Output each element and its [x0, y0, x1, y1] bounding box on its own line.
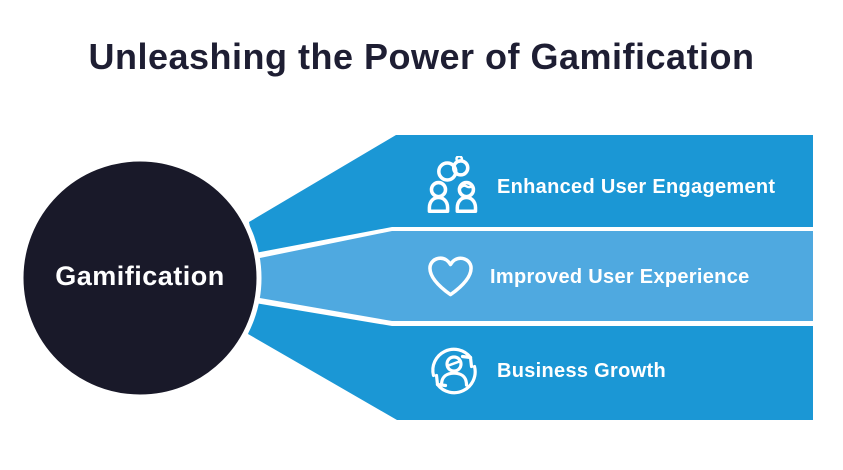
band-label: Business Growth — [497, 359, 666, 382]
band-label: Enhanced User Engagement — [497, 175, 776, 198]
heart-icon — [427, 255, 474, 299]
page-title: Unleashing the Power of Gamification — [88, 36, 755, 77]
person-cycle-arrows-icon — [427, 344, 481, 398]
band-item-enhanced-engagement: Enhanced User Engagement — [427, 155, 775, 219]
hub-label: Gamification — [55, 261, 225, 291]
band-item-improved-experience: Improved User Experience — [427, 253, 750, 301]
band-improved-experience — [254, 231, 813, 321]
band-item-business-growth: Business Growth — [427, 344, 666, 398]
band-label: Improved User Experience — [490, 265, 750, 288]
engagement-users-rings-icon — [427, 156, 481, 218]
band-business-growth — [248, 303, 813, 420]
hub-circle — [18, 156, 262, 400]
band-enhanced-engagement — [249, 135, 813, 253]
